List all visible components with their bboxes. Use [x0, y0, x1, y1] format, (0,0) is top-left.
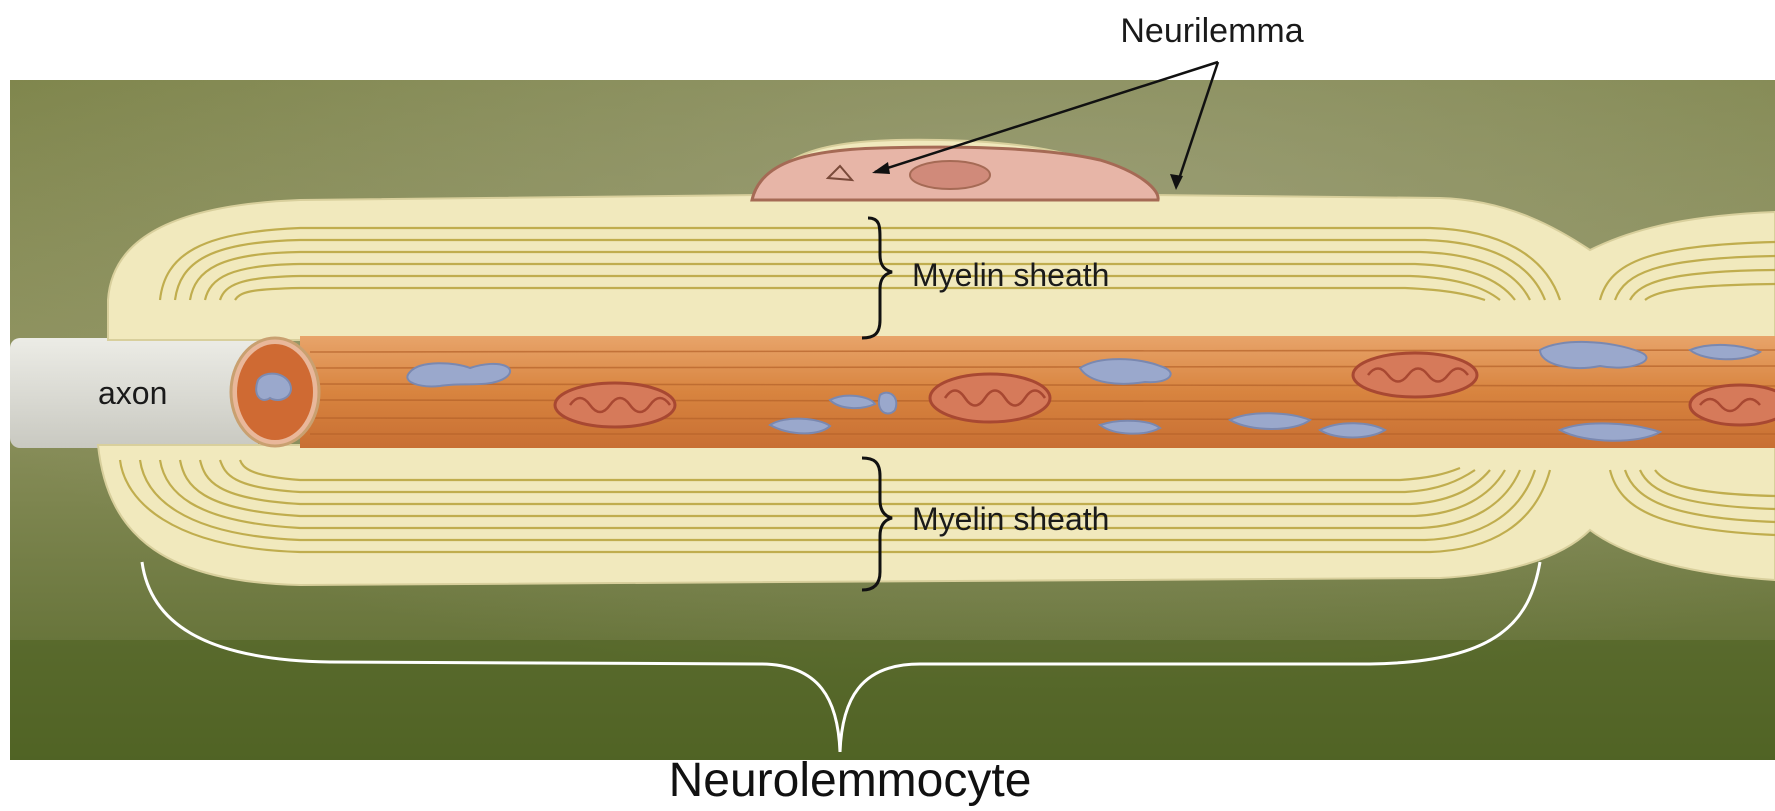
neurolemmocyte-label: Neurolemmocyte — [669, 754, 1032, 807]
myelin-sheath-top-label: Myelin sheath — [912, 257, 1109, 293]
axon-label: axon — [98, 375, 167, 411]
axon-cross-section — [231, 338, 319, 446]
mitochondrion — [555, 383, 675, 427]
neurilemma-label: Neurilemma — [1120, 12, 1303, 50]
myelin-sheath-bottom-label: Myelin sheath — [912, 501, 1109, 537]
mitochondrion — [930, 374, 1050, 422]
mitochondrion — [1690, 385, 1775, 425]
mitochondrion — [1353, 353, 1477, 397]
